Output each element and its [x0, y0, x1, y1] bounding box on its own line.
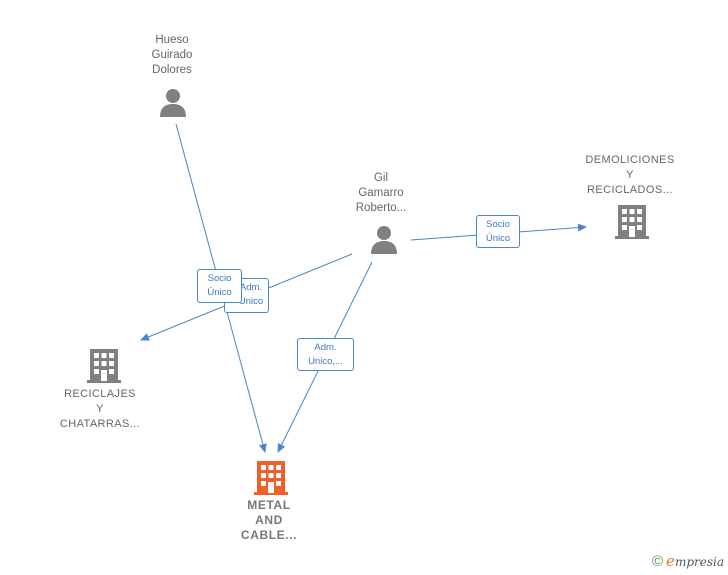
node-label-gil: Gil Gamarro Roberto...: [355, 172, 407, 214]
building-icon: [87, 349, 121, 383]
node-label-metal: METAL AND CABLE...: [240, 498, 298, 542]
edge-label-gil-demoliciones[interactable]: Socio Único: [476, 215, 520, 248]
edge-label-gil-metal[interactable]: Adm. Unico,...: [297, 338, 354, 371]
node-label-demoliciones: DEMOLICIONES Y RECICLADOS...: [585, 154, 675, 196]
building-icon: [615, 205, 649, 239]
person-icon: [160, 89, 186, 117]
node-metal[interactable]: [254, 459, 288, 495]
node-hueso[interactable]: [158, 87, 188, 117]
node-label-hueso: Hueso Guirado Dolores: [151, 34, 193, 76]
brand-logo: empresia: [666, 552, 724, 570]
footer-brand: © empresia: [652, 552, 724, 570]
node-demoliciones[interactable]: [615, 203, 649, 239]
node-label-reciclajes: RECICLAJES Y CHATARRAS...: [59, 388, 141, 430]
copyright-symbol: ©: [651, 552, 664, 570]
edge-label-socio-unico[interactable]: Socio Único: [197, 269, 242, 303]
building-icon: [254, 461, 288, 495]
node-reciclajes[interactable]: [87, 347, 121, 383]
node-gil[interactable]: [369, 224, 399, 254]
person-icon: [371, 226, 397, 254]
